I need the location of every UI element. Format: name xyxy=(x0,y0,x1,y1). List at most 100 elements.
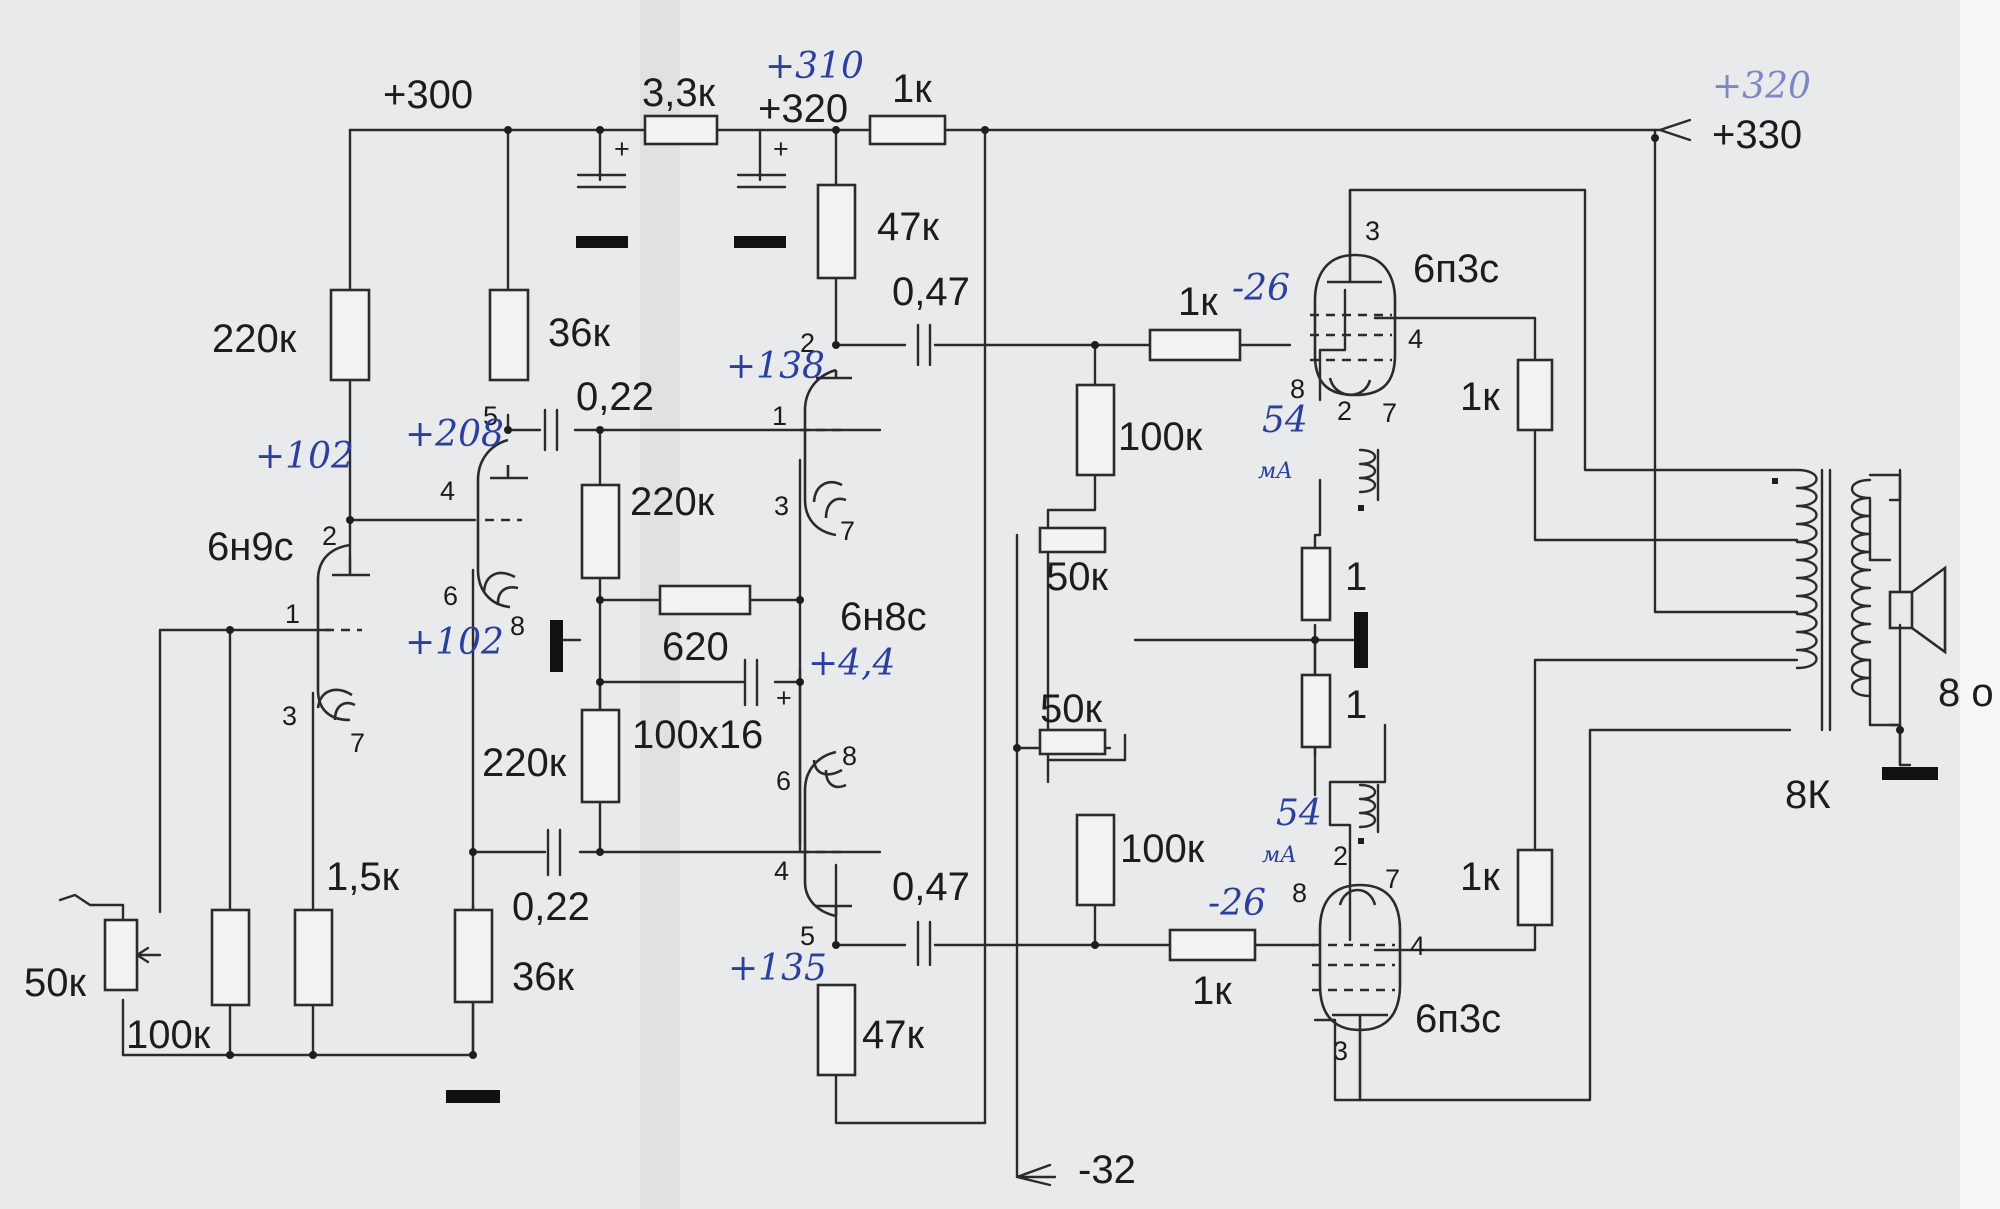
resistor-220k-v1 xyxy=(329,288,371,382)
label-50k-pot-top: 50к xyxy=(1046,555,1108,599)
resistor-1-top xyxy=(1300,546,1332,622)
pin: 2 xyxy=(1333,841,1348,871)
label-speaker: 8 о xyxy=(1938,671,1994,715)
ground-4 xyxy=(446,1090,500,1103)
pot-wiper-icon xyxy=(135,946,162,964)
pin: 8 xyxy=(1292,878,1307,908)
cap-0-22-top xyxy=(543,408,559,452)
pot-50k-volume xyxy=(103,918,139,992)
label-1-ohm-bot: 1 xyxy=(1345,683,1367,727)
pin: 1 xyxy=(285,599,300,629)
label-100k-bias-top: 100к xyxy=(1118,415,1203,459)
tube-6p3s-top xyxy=(1310,190,1397,397)
resistor-1k-stop-bot xyxy=(1168,928,1257,962)
resistor-100k-bias-bot xyxy=(1075,813,1116,907)
polarity-marks: + + + xyxy=(614,134,792,713)
paper-edge xyxy=(1960,0,2000,1209)
pin: 7 xyxy=(350,728,365,758)
note-54-b: 54 xyxy=(1276,793,1322,834)
note-102-b: +102 xyxy=(405,622,504,663)
label-220k-v1: 220к xyxy=(212,317,297,361)
resistor-220k-grid-top xyxy=(580,483,621,580)
tube-label-v3: 6п3с xyxy=(1413,247,1499,291)
ground-2 xyxy=(734,236,786,248)
label-100x16: 100х16 xyxy=(632,713,763,757)
pin-numbers: 2 1 3 7 5 4 6 8 2 1 3 7 8 6 4 5 3 4 8 2 … xyxy=(282,216,1425,1066)
resistor-47k-bot xyxy=(816,983,857,1077)
note-135: +135 xyxy=(728,948,827,989)
pot-50k-top xyxy=(1038,526,1107,554)
rail-330: +330 xyxy=(1712,113,1802,157)
label-transformer: 8К xyxy=(1785,773,1831,817)
note-320: +320 xyxy=(1712,66,1811,107)
label-100k-bias-bot: 100к xyxy=(1120,827,1205,871)
note-ma-b: мА xyxy=(1262,843,1297,868)
pin: 8 xyxy=(510,611,525,641)
svg-text:+: + xyxy=(773,134,789,164)
pin: 3 xyxy=(774,491,789,521)
resistor-47k-top xyxy=(816,183,857,280)
resistor-1-bot xyxy=(1300,673,1332,749)
pin: 2 xyxy=(322,521,337,551)
wires xyxy=(121,118,1912,1187)
note-102-a: +102 xyxy=(255,436,354,477)
label-100k-in: 100к xyxy=(126,1013,211,1057)
note-ma-a: мА xyxy=(1258,459,1293,484)
note-minus-26-a: -26 xyxy=(1232,268,1290,309)
rail-320: +320 xyxy=(758,87,848,131)
pin: 3 xyxy=(282,701,297,731)
tube-label-v4: 6п3с xyxy=(1415,997,1501,1041)
note-54-a: 54 xyxy=(1262,400,1308,441)
svg-text:+: + xyxy=(776,683,792,713)
label-1k-stop-top: 1к xyxy=(1178,280,1218,324)
resistor-220k-grid-bot xyxy=(580,708,621,804)
pin: 7 xyxy=(840,516,855,546)
rail-300: +300 xyxy=(383,73,473,117)
pin: 6 xyxy=(776,766,791,796)
tube-label-v1: 6н9с xyxy=(207,525,294,569)
label-50k-volume: 50к xyxy=(24,961,86,1005)
label-0-47-bot: 0,47 xyxy=(892,865,970,909)
tube-label-v2: 6н8с xyxy=(840,595,927,639)
resistor-100k-in xyxy=(210,908,251,1007)
resistor-1k-g2-top xyxy=(1516,358,1554,432)
resistor-1k-top xyxy=(868,114,947,146)
chokes xyxy=(1358,448,1380,844)
note-310: +310 xyxy=(765,46,864,87)
pin: 6 xyxy=(443,581,458,611)
tube-6n9s xyxy=(316,438,528,722)
choke-top xyxy=(1358,448,1377,494)
pin: 4 xyxy=(1408,324,1423,354)
label-36k-top: 36к xyxy=(548,311,610,355)
tube-6p3s-bot xyxy=(1312,883,1402,1100)
pin: 2 xyxy=(1337,396,1352,426)
ground-3 xyxy=(550,620,563,672)
ground-6 xyxy=(1882,767,1938,780)
resistors xyxy=(103,114,1554,1077)
pin: 7 xyxy=(1382,398,1397,428)
note-minus-26-b: -26 xyxy=(1208,883,1266,924)
cap-filter-1 xyxy=(576,173,627,189)
speaker-icon xyxy=(1888,565,1947,655)
label-1k-stop-bot: 1к xyxy=(1192,969,1232,1013)
label-1k-g2-top: 1к xyxy=(1460,375,1500,419)
label-1k-top: 1к xyxy=(892,67,932,111)
label-36k-bot: 36к xyxy=(512,955,574,999)
label-47k-top: 47к xyxy=(877,205,939,249)
note-4-4: +4,4 xyxy=(808,643,895,684)
label-1k-g2-bot: 1к xyxy=(1460,855,1500,899)
cap-0-22-bot xyxy=(546,828,562,877)
pin: 3 xyxy=(1333,1036,1348,1066)
capacitors xyxy=(543,173,932,967)
note-138: +138 xyxy=(726,346,825,387)
junctions xyxy=(226,126,1904,1059)
pin: 4 xyxy=(774,856,789,886)
resistor-3-3k xyxy=(643,114,719,146)
pin: 5 xyxy=(483,401,498,431)
pin: 1 xyxy=(772,401,787,431)
label-620: 620 xyxy=(662,625,729,669)
label-0-47-top: 0,47 xyxy=(892,270,970,314)
pin: 5 xyxy=(800,921,815,951)
choke-bot xyxy=(1358,783,1377,829)
